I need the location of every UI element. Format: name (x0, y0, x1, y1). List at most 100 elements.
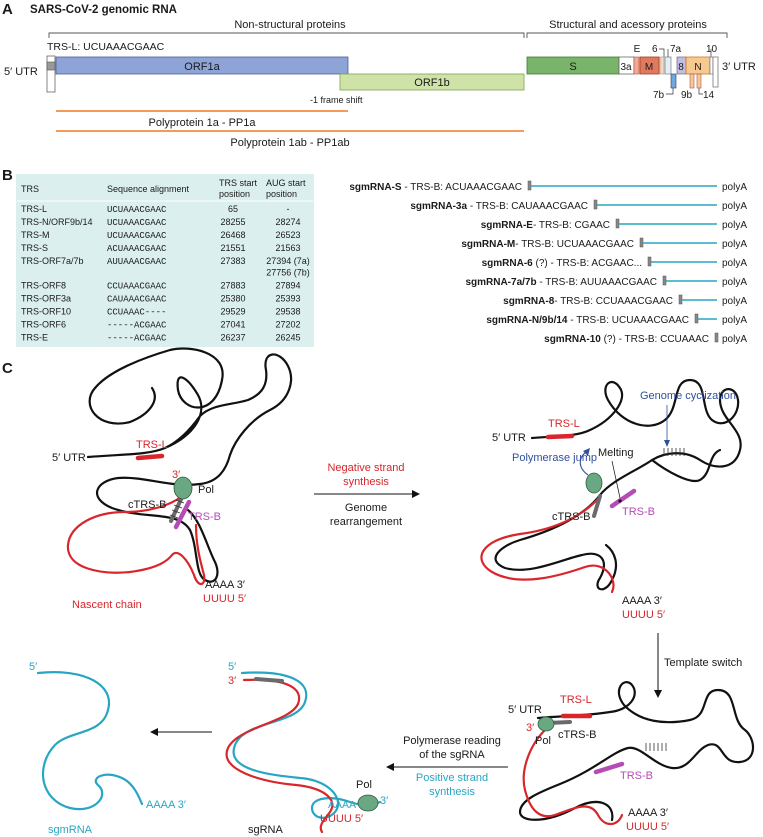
trs-l-red-2 (545, 433, 575, 440)
g9b-box (689, 73, 695, 89)
table-cell-seq: CCUAAAC---- (107, 308, 166, 318)
arrow-neg-strand: Negative strand synthesis Genome rearran… (314, 462, 420, 528)
th-aug-start-2: position (266, 189, 297, 199)
sgmrna-leader-box (647, 256, 652, 267)
g10-box (709, 56, 714, 75)
pol-blob-4 (357, 794, 379, 812)
pol-reading-label-1: Polymerase reading (403, 735, 501, 747)
orf1b-box (339, 73, 525, 91)
table-cell-aug: 28274 (275, 217, 300, 227)
sgmrna-desc: - TRS-B: AUUAAACGAAC (537, 277, 657, 288)
sgmrna-leader-box (593, 199, 598, 210)
table-cell-aug: 27394 (7a) (266, 256, 310, 266)
sgmrna-row: sgmRNA-E- TRS-B: CGAAC polyA (481, 218, 747, 231)
sgmrna-desc: - TRS-B: UCUAAACGAAC (515, 239, 634, 250)
pol-reading-label-2: of the sgRNA (419, 749, 485, 761)
orf1a-label: ORF1a (184, 61, 220, 73)
bracket-nonstructural: Non-structural proteins (48, 19, 525, 38)
neg-strand-label-1: Negative strand (327, 462, 404, 474)
sgmrna-row-label: sgmRNA-8- TRS-B: CCUAAACGAAC (503, 296, 673, 307)
table-cell-seq: UCUAAACGAAC (107, 205, 167, 215)
trs-table-bg (16, 174, 314, 347)
ctrs-b-grey-2 (592, 494, 602, 518)
g14-box (696, 73, 702, 89)
n-label: N (694, 62, 701, 73)
panel-b: B TRS Sequence alignment TRS start posit… (2, 167, 747, 347)
ctrs-b-label-3: cTRS-B (558, 729, 597, 741)
three-prime-1: 3′ (172, 469, 180, 481)
step1-genome-neg-strand: 5′ UTR TRS-L 3′ Pol cTRS-B TRS-B AAAA 3′… (52, 347, 293, 611)
g6-box (659, 56, 665, 75)
aaaa3-label-3: AAAA 3′ (628, 807, 668, 819)
arrow-template-switch: Template switch (654, 633, 742, 698)
table-cell-start: 27041 (220, 320, 245, 330)
utr3-box (712, 56, 719, 88)
sgrna-cyan (232, 671, 382, 819)
ctrs-b-label-1: cTRS-B (128, 499, 167, 511)
g8-label: 8 (678, 62, 684, 73)
pol-label-4: Pol (356, 779, 372, 791)
trs-l-box (46, 61, 56, 71)
table-cell-trs: TRS-ORF10 (21, 307, 71, 317)
nascent-chain-label: Nascent chain (72, 599, 142, 611)
sgmrna-five-prime: 5′ (29, 661, 37, 673)
sgmrna-row-label: sgmRNA-E- TRS-B: CGAAC (481, 220, 610, 231)
table-cell-seq: UCUAAACGAAC (107, 231, 167, 241)
table-cell-trs: TRS-S (21, 243, 48, 253)
sgmrna-strand: 5′ AAAA 3′ sgmRNA (29, 661, 186, 836)
m-box (639, 56, 660, 75)
table-cell-aug2: 27756 (7b) (266, 268, 310, 278)
utr3-label: 3′ UTR (722, 61, 756, 73)
panel-a-title: SARS-CoV-2 genomic RNA (30, 4, 177, 16)
table-cell-start: 28255 (220, 217, 245, 227)
sgrna-three-prime: 3′ (228, 675, 236, 687)
trs-l-red-1 (135, 453, 165, 461)
sgmrna-desc: - TRS-B: ACUAAACGAAC (402, 182, 522, 193)
table-cell-start: 27383 (220, 256, 245, 266)
melting-dot (618, 499, 622, 503)
trs-l-label: TRS-L: UCUAAACGAAC (47, 41, 165, 53)
panel-b-letter: B (2, 167, 13, 184)
sgrna-duplex: 5′ 3′ Pol AAAA 3′ UUUU 5′ sgRNA (225, 661, 388, 836)
table-cell-seq: ACUAAACGAAC (107, 244, 167, 254)
sgmrna-desc: - TRS-B: CGAAC (533, 220, 610, 231)
nascent-red-1 (66, 495, 206, 586)
sgmrna-polya: polyA (722, 182, 747, 193)
step2-genome-rearranged: 5′ UTR TRS-L Polymerase jump Melting cTR… (480, 378, 742, 621)
cycl-ticks-3 (645, 743, 667, 751)
sgmrna-name: sgmRNA-10 (544, 334, 601, 345)
orf1a-box (55, 56, 349, 75)
sgmrna-name: sgmRNA-N/9b/14 (486, 315, 568, 326)
genome-strand-1 (86, 347, 293, 583)
sgmrna-name: sgmRNA-M (461, 239, 515, 250)
th-seq: Sequence alignment (107, 184, 190, 194)
th-trs-start-1: TRS start (219, 178, 258, 188)
s-label: S (569, 61, 576, 73)
sgmrna-question: (?) (601, 334, 616, 345)
trs-l-label-2: TRS-L (548, 418, 580, 430)
sgmrna-polya: polyA (722, 220, 747, 231)
trs-l-label-3: TRS-L (560, 694, 592, 706)
g7b-box (670, 73, 677, 89)
sgmrna-label: sgmRNA (48, 824, 93, 836)
positive-strand-label-2: synthesis (429, 786, 475, 798)
trs-b-magenta-1 (173, 499, 192, 530)
bracket-structural: Structural and acessory proteins (526, 19, 728, 38)
table-cell-start: 27883 (220, 281, 245, 291)
sgrna-uuuu5: UUUU 5′ (320, 813, 363, 825)
step3-template-switched: 5′ UTR TRS-L 3′ Pol cTRS-B TRS-B AAAA 3′… (508, 681, 755, 833)
sgmrna-polya: polyA (722, 201, 747, 212)
pp1ab-label: Polyprotein 1ab - PP1ab (230, 137, 349, 149)
ctrs-b-label-2: cTRS-B (552, 511, 591, 523)
orf1b-label: ORF1b (414, 77, 449, 89)
sgmrna-row-label: sgmRNA-M- TRS-B: UCUAAACGAAC (461, 239, 634, 250)
panel-c-letter: C (2, 360, 13, 377)
table-cell-trs: TRS-ORF6 (21, 320, 66, 330)
